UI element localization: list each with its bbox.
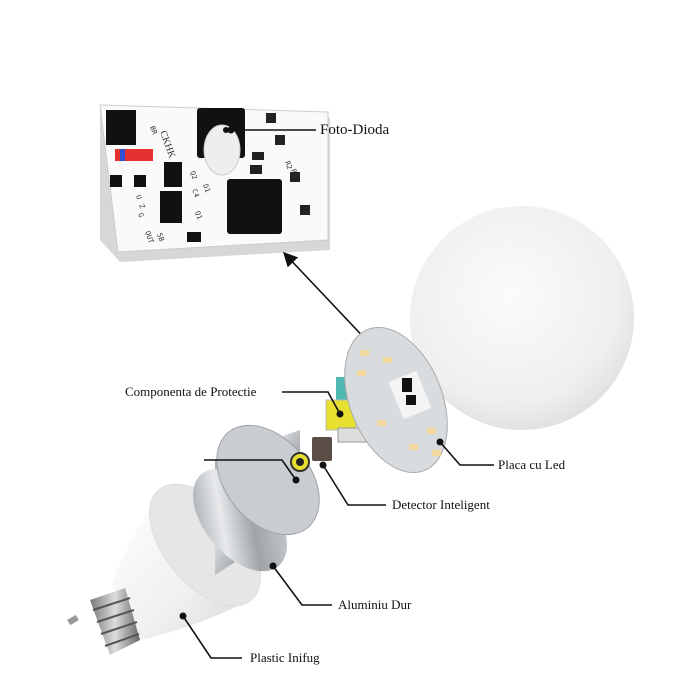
pcb-mark-5b: 5B bbox=[155, 232, 165, 243]
led-board bbox=[344, 326, 448, 474]
sensor-pcb: CKHK BR R2 R3 Q2 D1 C4 Q1 U Z G OUT 5B bbox=[99, 104, 330, 262]
label-photodiode: Foto-Dioda bbox=[320, 122, 390, 138]
pcb-mark-r2: R2 bbox=[283, 160, 293, 171]
leader-lines bbox=[182, 129, 494, 659]
label-led-board: Placa cu Led bbox=[498, 457, 566, 472]
plastic-housing bbox=[67, 483, 262, 655]
protection-component bbox=[325, 377, 367, 443]
pcb-mark-q1: Q1 bbox=[193, 210, 203, 221]
label-protection-component: Componenta de Protectie bbox=[125, 384, 257, 399]
leader-dots bbox=[179, 126, 444, 620]
pcb-mark-u: U bbox=[134, 194, 143, 201]
label-plastic: Plastic Inifug bbox=[250, 650, 320, 665]
label-aluminium: Aluminiu Dur bbox=[338, 597, 412, 612]
pcb-mark-g: G bbox=[136, 212, 145, 219]
label-smart-detector: Detector Inteligent bbox=[392, 497, 490, 512]
bulb-globe bbox=[410, 206, 634, 430]
pcb-mark-q2: Q2 bbox=[188, 170, 198, 181]
pcb-mark-br: BR bbox=[148, 125, 159, 136]
pcb-mark-r3: R3 bbox=[289, 168, 299, 179]
aluminium-heatsink bbox=[193, 424, 332, 575]
pcb-mark-d1: D1 bbox=[201, 183, 211, 194]
pcb-mark-z: Z bbox=[137, 203, 146, 210]
pcb-mark-c4: C4 bbox=[190, 188, 200, 199]
